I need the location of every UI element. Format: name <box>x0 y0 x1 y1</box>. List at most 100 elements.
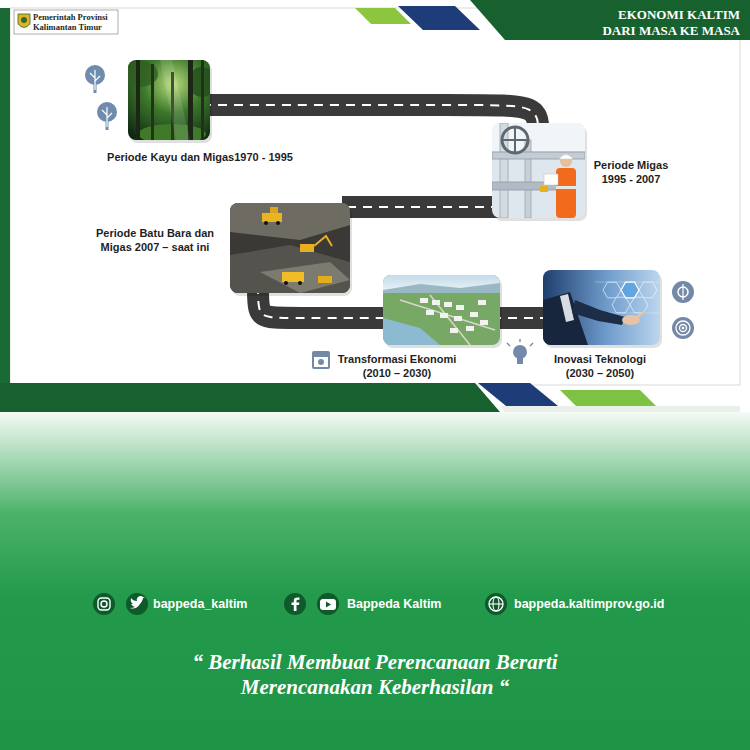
photo-frame <box>543 270 660 345</box>
city-aerial-photo <box>383 283 500 293</box>
refinery-photo <box>560 155 572 167</box>
social-icons <box>284 593 306 615</box>
coal-mine-photo <box>284 281 288 285</box>
photo-frame <box>230 203 350 293</box>
top-banner <box>398 6 480 30</box>
technology-photo <box>603 282 621 298</box>
side-icons <box>682 327 685 330</box>
city-aerial-photo <box>456 305 464 310</box>
road-surface <box>342 196 500 218</box>
bottom-band <box>560 390 656 406</box>
city-aerial-photo <box>466 326 474 331</box>
city-aerial-photo <box>430 295 470 345</box>
banner-title: EKONOMI KALTIM DARI MASA KE MASA <box>598 7 740 39</box>
card <box>10 8 740 385</box>
city-aerial-photo <box>440 313 448 318</box>
social-icons <box>485 593 507 615</box>
technology-photo <box>543 270 660 345</box>
photo-frame <box>383 275 500 345</box>
period-node: Periode Migas 1995 - 2007 <box>492 123 674 218</box>
road-marking <box>202 105 538 131</box>
side-icons <box>672 317 694 339</box>
forest-photo <box>201 60 204 140</box>
period-node: Periode Kayu dan Migas1970 - 1995 <box>92 60 308 166</box>
side-icons <box>676 321 690 335</box>
social-icons <box>101 601 107 607</box>
coal-mine-photo <box>262 213 282 222</box>
motto-quote: “ Berhasil Membuat Perencanaan Berarti M… <box>150 650 600 700</box>
website-address: bappeda.kaltimprov.go.id <box>514 596 664 612</box>
city-aerial-photo <box>383 318 440 345</box>
coal-mine-photo <box>270 207 278 213</box>
tree-icons <box>85 65 117 130</box>
period-label: Inovasi Teknologi (2030 – 2050) <box>545 352 655 380</box>
social-icons <box>292 598 300 612</box>
technology-photo <box>636 312 644 318</box>
social-icons <box>126 593 148 615</box>
city-aerial-photo <box>450 328 458 333</box>
technology-photo <box>572 300 625 325</box>
footer-ground <box>0 412 750 750</box>
refinery-photo <box>514 127 516 153</box>
photo-frame <box>492 123 585 218</box>
side-icons <box>682 284 683 300</box>
technology-photo <box>603 282 657 313</box>
city-aerial-photo <box>444 302 452 307</box>
bottom-band <box>0 383 500 412</box>
city-aerial-photo <box>400 300 495 330</box>
social-icons <box>130 596 145 609</box>
social-handle: bappeda_kaltim <box>153 596 247 612</box>
city-aerial-photo <box>432 300 440 305</box>
side-icons <box>517 358 523 364</box>
refinery-photo <box>540 186 548 192</box>
refinery-photo <box>544 174 558 185</box>
technology-photo <box>639 282 657 298</box>
city-aerial-photo <box>383 275 500 345</box>
coal-mine-photo <box>230 245 350 293</box>
social-icons <box>489 603 503 604</box>
period-label: Transformasi Ekonomi (2010 – 2030) <box>334 352 460 380</box>
top-banner <box>355 0 750 40</box>
social-icons <box>93 593 507 615</box>
social-icons <box>98 598 110 610</box>
coal-mine-photo <box>230 203 350 293</box>
side-icons <box>314 357 328 367</box>
period-node: Inovasi Teknologi (2030 – 2050) <box>543 270 660 382</box>
forest-photo <box>151 64 154 140</box>
footer-ground <box>0 412 750 750</box>
coal-mine-photo <box>264 221 268 225</box>
city-aerial-photo <box>478 300 486 305</box>
city-aerial-photo <box>480 320 488 325</box>
coal-mine-photo <box>298 281 302 285</box>
city-aerial-photo <box>383 275 500 345</box>
tree-icons <box>102 107 112 127</box>
technology-photo <box>543 292 588 345</box>
period-label: Periode Kayu dan Migas1970 - 1995 <box>92 150 308 164</box>
refinery-photo <box>502 127 528 153</box>
bottom-band <box>478 383 558 406</box>
side-icons <box>672 281 694 303</box>
coal-mine-photo <box>276 221 280 225</box>
city-aerial-photo <box>426 310 434 315</box>
refinery-photo <box>556 168 576 218</box>
coal-mine-photo <box>230 203 350 293</box>
technology-photo <box>621 282 639 298</box>
coal-mine-photo <box>300 244 314 252</box>
road-marking <box>342 206 500 208</box>
bottom-band <box>500 406 740 412</box>
top-banner <box>470 0 750 40</box>
period-label: Periode Migas 1995 - 2007 <box>588 158 674 186</box>
technology-photo <box>543 270 660 345</box>
period-node: Transformasi Ekonomi (2010 – 2030) <box>334 275 500 382</box>
city-aerial-photo <box>420 298 488 333</box>
card <box>0 8 740 412</box>
coal-mine-photo <box>282 272 304 282</box>
city-aerial-photo <box>454 316 462 321</box>
coal-mine-photo <box>260 262 350 293</box>
logo-emblem <box>14 10 118 34</box>
technology-photo <box>630 297 648 313</box>
road-connector <box>202 105 538 131</box>
refinery-photo <box>559 155 573 160</box>
side-icons <box>312 351 330 369</box>
